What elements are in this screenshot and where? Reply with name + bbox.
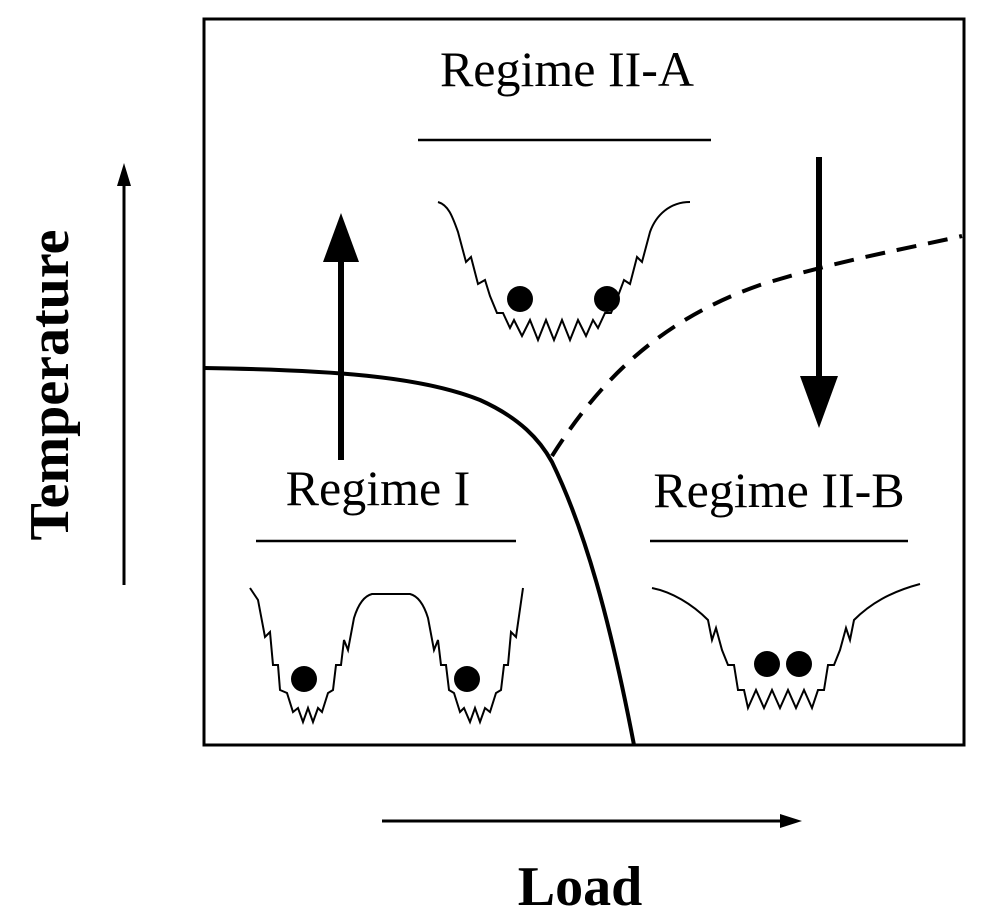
regime-2a-energy-well xyxy=(437,201,691,343)
y-axis-title: Temperature xyxy=(19,229,81,540)
particle xyxy=(507,286,533,312)
solid-boundary-curve xyxy=(203,366,636,746)
particle xyxy=(786,651,812,677)
regime-2a-label: Regime II-A xyxy=(440,41,694,97)
regime-1-label: Regime I xyxy=(286,460,471,516)
particle xyxy=(291,666,317,692)
temperature-axis-arrow xyxy=(117,163,131,585)
plot-frame xyxy=(202,17,966,747)
particle xyxy=(594,286,620,312)
cooling-down-arrow xyxy=(800,157,838,428)
heating-up-arrow xyxy=(323,213,359,460)
regime-2b-energy-well xyxy=(651,583,921,712)
load-axis-arrow xyxy=(382,814,802,828)
x-axis-title: Load xyxy=(518,856,643,918)
particle xyxy=(454,666,480,692)
particle xyxy=(754,651,780,677)
regime-2b-label: Regime II-B xyxy=(653,462,904,518)
dashed-boundary-curve xyxy=(550,234,963,458)
regime-1-energy-well xyxy=(249,587,524,725)
